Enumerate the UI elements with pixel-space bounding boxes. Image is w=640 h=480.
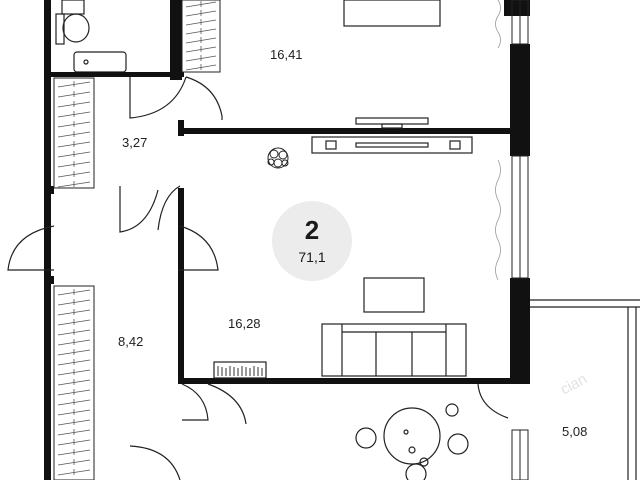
- doors: [7, 76, 509, 480]
- sofa: [321, 323, 467, 377]
- sink: [61, 0, 85, 15]
- tv-cabinet-right: [449, 140, 461, 150]
- room-area-corridor: 8,42: [118, 334, 144, 349]
- bed: [343, 0, 441, 27]
- dining-set: [355, 403, 469, 480]
- room-area-bedroom: 16,41: [270, 47, 303, 62]
- room-area-living: 16,28: [228, 316, 261, 331]
- walls: [44, 0, 530, 480]
- wardrobes: [53, 0, 221, 480]
- total-area: 71,1: [298, 249, 326, 265]
- toilet-tank: [55, 13, 65, 45]
- tv-screen: [355, 117, 429, 125]
- room-count: 2: [304, 215, 320, 245]
- balcony-outline: [530, 299, 640, 480]
- toilet-bowl: [62, 13, 90, 43]
- books: [217, 366, 263, 376]
- bookshelf: [213, 361, 267, 379]
- hanger-marks: [57, 1, 217, 476]
- bathtub: [73, 51, 127, 73]
- bathtub-drain: [83, 59, 89, 65]
- plant-icon: [267, 147, 289, 169]
- tv-stand: [311, 136, 473, 154]
- room-area-balcony: 5,08: [562, 424, 588, 439]
- apartment-badge: 2 71,1: [272, 201, 352, 281]
- room-area-hall: 3,27: [122, 135, 148, 150]
- tv-cabinet-left: [325, 140, 337, 150]
- coffee-table: [363, 277, 425, 313]
- windows: [511, 0, 529, 480]
- tv-living: [355, 142, 429, 148]
- tv-base-bedroom: [381, 123, 403, 129]
